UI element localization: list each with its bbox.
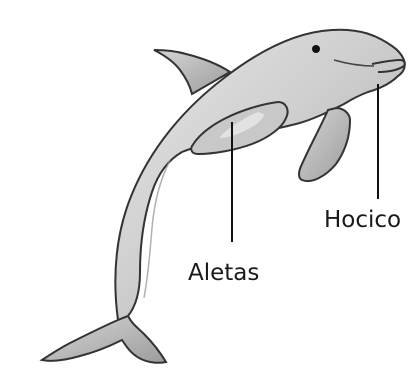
dolphin-body — [115, 30, 404, 320]
fins-label: Aletas — [188, 262, 259, 285]
tail-flukes — [42, 316, 166, 363]
eye — [312, 45, 320, 53]
snout-label: Hocico — [324, 209, 401, 232]
